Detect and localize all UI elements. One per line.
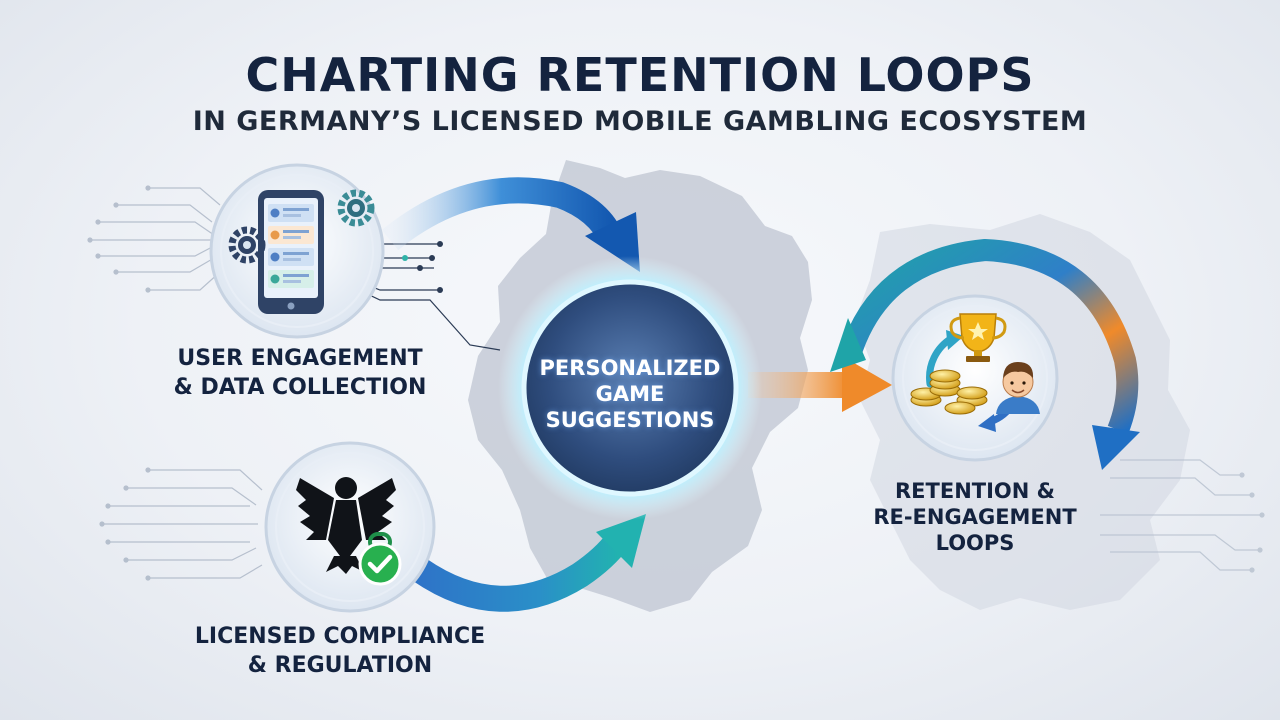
page-subtitle: IN GERMANY’S LICENSED MOBILE GAMBLING EC…	[192, 106, 1088, 137]
user-avatar-icon	[996, 362, 1040, 414]
coin-stack-icon	[910, 369, 988, 415]
hub-label: PERSONALIZED GAME SUGGESTIONS	[525, 355, 735, 433]
gear-icon-right	[337, 189, 375, 227]
circuit-lines-bottom-left	[99, 467, 263, 581]
retention-label: RETENTION & RE-ENGAGEMENT LOOPS	[850, 478, 1100, 556]
hub-label-line2: GAME	[595, 382, 665, 406]
arrow-compliance-to-hub	[412, 514, 646, 612]
cycle-arrows-icon	[926, 330, 1024, 432]
retention-node	[891, 294, 1059, 462]
compliance-label-line2: & REGULATION	[247, 653, 433, 678]
retention-label-line1: RETENTION &	[895, 479, 1055, 503]
retention-label-line3: LOOPS	[935, 531, 1015, 555]
trophy-icon	[949, 313, 1007, 362]
circuit-lines-top-left	[87, 185, 221, 293]
engagement-label: USER ENGAGEMENT & DATA COLLECTION	[160, 344, 440, 402]
gear-icon-left	[228, 226, 266, 264]
german-eagle-icon	[296, 477, 396, 574]
arrow-hub-to-retention	[748, 356, 892, 412]
circuit-lines-right	[1100, 459, 1265, 573]
hub-label-line1: PERSONALIZED	[539, 356, 721, 380]
verified-check-badge-icon	[358, 532, 402, 586]
smartphone-icon	[258, 190, 324, 314]
hub-circle	[498, 256, 762, 520]
compliance-label-line1: LICENSED COMPLIANCE	[194, 624, 486, 649]
retention-loop-arc	[830, 238, 1140, 470]
engagement-label-line2: & DATA COLLECTION	[173, 375, 427, 400]
page-title: CHARTING RETENTION LOOPS	[245, 48, 1035, 102]
retention-label-line2: RE-ENGAGEMENT	[873, 505, 1077, 529]
engagement-label-line1: USER ENGAGEMENT	[177, 346, 423, 371]
hub-label-line3: SUGGESTIONS	[545, 408, 715, 432]
compliance-label: LICENSED COMPLIANCE & REGULATION	[175, 622, 505, 680]
